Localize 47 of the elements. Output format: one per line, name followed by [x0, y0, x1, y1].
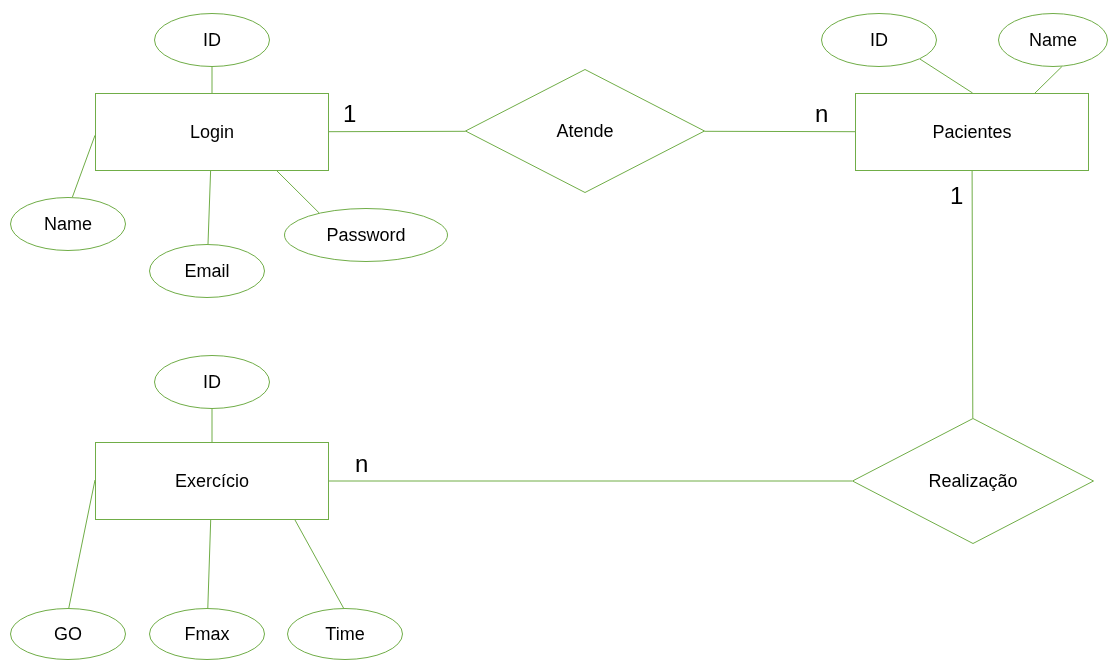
attribute-name: ID — [870, 29, 888, 51]
entity-box — [95, 442, 329, 520]
relationship-line — [211, 66, 213, 94]
relationship-diamond — [852, 418, 1094, 544]
relationship-line — [276, 170, 320, 214]
attribute-name: ID — [203, 371, 221, 393]
relationship-line — [703, 130, 856, 133]
relationship-name: Realização — [928, 470, 1018, 492]
attribute-name: Name — [1029, 29, 1077, 51]
attribute-ellipse — [821, 13, 937, 67]
entity-box — [95, 93, 329, 171]
relationship-name: Atende — [556, 120, 614, 142]
relationship-line — [294, 519, 344, 609]
entity-name: Exercício — [175, 470, 249, 492]
attribute-ellipse — [287, 608, 403, 660]
attribute-ellipse — [10, 608, 126, 660]
relationship-diamond — [465, 69, 705, 193]
attribute-ellipse — [154, 355, 270, 409]
relationship-line — [328, 480, 853, 482]
attribute-name: ID — [203, 29, 221, 51]
relationship-line — [207, 170, 212, 245]
entity-name: Login — [189, 121, 234, 143]
relationship-line — [328, 130, 467, 133]
attribute-name: Password — [326, 224, 406, 246]
relationship-line — [71, 134, 96, 198]
attribute-name: Email — [184, 260, 230, 282]
attribute-ellipse — [998, 13, 1108, 67]
cardinality-label: 1 — [343, 100, 357, 128]
attribute-ellipse — [284, 208, 448, 262]
relationship-line — [919, 58, 974, 94]
cardinality-label: 1 — [950, 182, 964, 210]
relationship-line — [971, 170, 974, 419]
relationship-line — [211, 408, 213, 443]
relationship-line — [1034, 66, 1063, 94]
entity-box — [855, 93, 1089, 171]
relationship-line — [207, 519, 212, 609]
attribute-name: Time — [325, 623, 365, 645]
attribute-name: Name — [44, 213, 92, 235]
attribute-name: GO — [54, 623, 82, 645]
attribute-ellipse — [149, 244, 265, 298]
attribute-ellipse — [10, 197, 126, 251]
attribute-ellipse — [154, 13, 270, 67]
entity-name: Pacientes — [932, 121, 1012, 143]
attribute-name: Fmax — [184, 623, 230, 645]
cardinality-label: n — [355, 450, 369, 478]
attribute-ellipse — [149, 608, 265, 660]
cardinality-label: n — [815, 100, 829, 128]
